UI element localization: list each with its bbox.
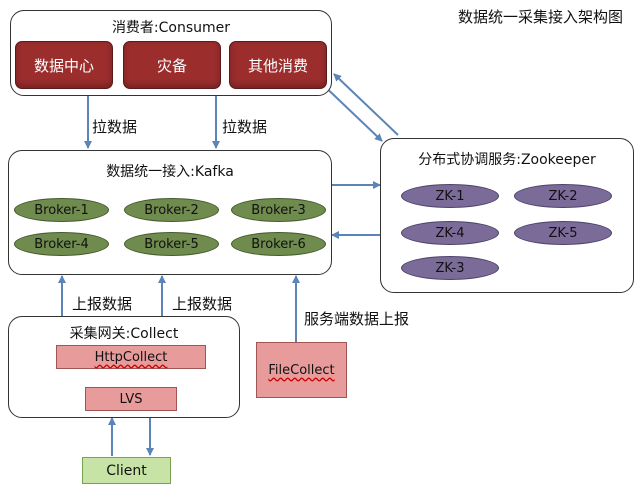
http-collect[interactable]: HttpCollect	[56, 345, 206, 369]
consumer-item-disaster-recovery[interactable]: 灾备	[123, 41, 221, 89]
report-label-1: 上报数据	[72, 295, 133, 313]
file-collect[interactable]: FileCollect	[256, 342, 347, 398]
lvs[interactable]: LVS	[85, 387, 177, 411]
lvs-label: LVS	[119, 391, 143, 407]
client[interactable]: Client	[82, 457, 171, 484]
report-label-2: 上报数据	[172, 295, 233, 313]
zk-1[interactable]: ZK-1	[401, 184, 499, 208]
broker-2[interactable]: Broker-2	[124, 198, 219, 222]
broker-1[interactable]: Broker-1	[14, 198, 109, 222]
consumer-title: 消费者:Consumer	[111, 20, 231, 36]
kafka-box: 数据统一接入:Kafka Broker-1 Broker-2 Broker-3 …	[8, 150, 332, 275]
broker-6[interactable]: Broker-6	[231, 232, 326, 256]
diagram-title: 数据统一采集接入架构图	[458, 8, 624, 26]
zookeeper-box: 分布式协调服务:Zookeeper ZK-1 ZK-2 ZK-4 ZK-5 ZK…	[380, 138, 634, 293]
broker-4[interactable]: Broker-4	[14, 232, 109, 256]
collect-title: 采集网关:Collect	[69, 326, 179, 342]
consumer-item-other[interactable]: 其他消费	[229, 41, 327, 89]
file-collect-label: FileCollect	[268, 362, 335, 378]
consumer-item-data-center[interactable]: 数据中心	[15, 41, 113, 89]
kafka-title: 数据统一接入:Kafka	[106, 164, 234, 180]
zk-3[interactable]: ZK-3	[401, 256, 499, 280]
collect-box: 采集网关:Collect HttpCollect LVS	[8, 316, 240, 418]
zk-to-consumer-arrow	[333, 73, 399, 136]
pull-label-1: 拉数据	[92, 118, 138, 136]
http-collect-label: HttpCollect	[94, 349, 168, 365]
broker-3[interactable]: Broker-3	[231, 198, 326, 222]
server-report-label: 服务端数据上报	[304, 310, 410, 328]
consumer-box: 消费者:Consumer 数据中心 灾备 其他消费	[10, 10, 332, 96]
zk-2[interactable]: ZK-2	[514, 184, 612, 208]
zookeeper-title: 分布式协调服务:Zookeeper	[418, 152, 596, 168]
zk-5[interactable]: ZK-5	[514, 221, 612, 245]
broker-5[interactable]: Broker-5	[124, 232, 219, 256]
zk-4[interactable]: ZK-4	[401, 221, 499, 245]
pull-label-2: 拉数据	[222, 118, 268, 136]
